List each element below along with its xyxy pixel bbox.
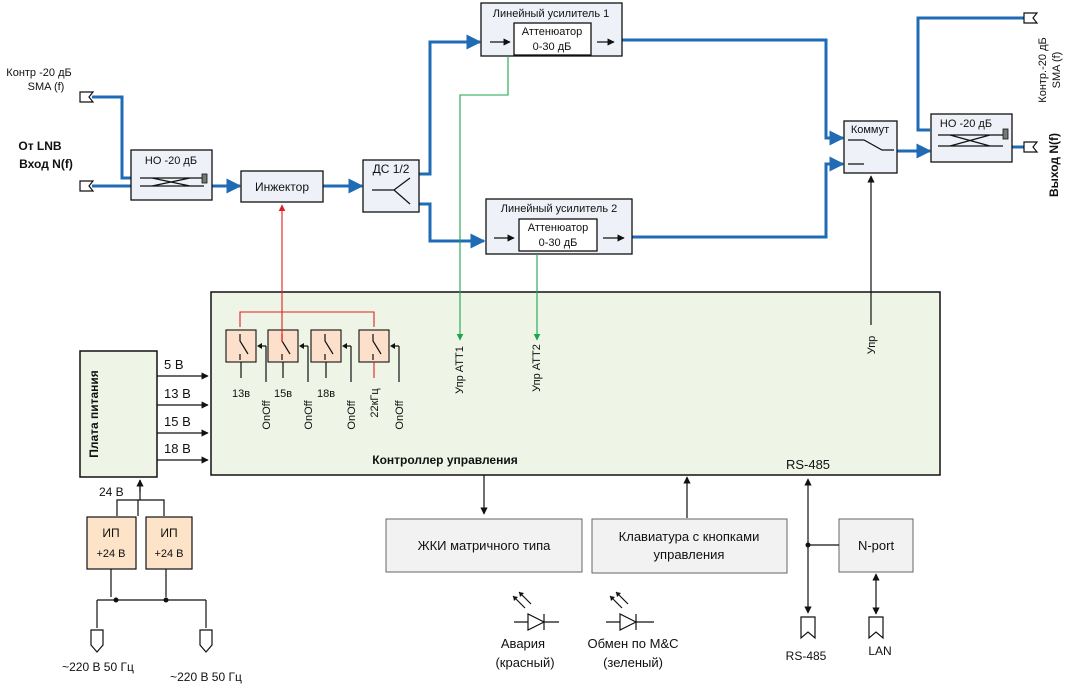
nport-label: N-port bbox=[858, 538, 895, 553]
nport-block: N-port bbox=[838, 518, 914, 573]
led-alarm-label-1: Авария bbox=[501, 636, 545, 651]
input-label-2: Вход N(f) bbox=[19, 157, 73, 171]
upr-att2-label: Упр АТТ2 bbox=[531, 344, 543, 392]
relay-label-1: 13в bbox=[232, 388, 250, 400]
input-label-1: От LNB bbox=[18, 139, 62, 153]
upr-att1-label: Упр АТТ1 bbox=[454, 346, 466, 394]
mains1-label: ~220 В 50 Гц bbox=[62, 660, 134, 674]
led-mc-icon bbox=[606, 591, 654, 631]
lin-amp1-title: Линейный усилитель 1 bbox=[493, 8, 609, 20]
onoff-label-3: OnOff bbox=[346, 399, 358, 429]
ctrl-in-label-2: SMA (f) bbox=[28, 81, 65, 93]
lin-amp1-att-2: 0-30 дБ bbox=[533, 41, 572, 53]
relay-label-4: 22кГц bbox=[369, 388, 381, 418]
lan-port-icon bbox=[868, 616, 884, 640]
power-board-block: Плата питания bbox=[79, 350, 158, 478]
connector-icon-output bbox=[1023, 141, 1039, 153]
rails-group: 5 В 13 В 15 В 18 В bbox=[157, 357, 209, 464]
psu1-label-1: ИП bbox=[102, 526, 119, 540]
keyboard-label-1: Клавиатура с кнопками bbox=[619, 529, 760, 544]
lcd-label: ЖКИ матричного типа bbox=[418, 538, 552, 553]
psu2-block: ИП +24 В bbox=[145, 516, 193, 570]
rs485-port-icon bbox=[800, 616, 816, 640]
coupler-in-block: НО -20 дБ bbox=[130, 149, 213, 201]
coupler-out-label: НО -20 дБ bbox=[940, 118, 992, 130]
lcd-block: ЖКИ матричного типа bbox=[385, 518, 583, 573]
lin-amp2-title: Линейный усилитель 2 bbox=[501, 203, 617, 215]
keyboard-label-2: управления bbox=[654, 547, 725, 562]
led-alarm-label-2: (красный) bbox=[495, 655, 554, 670]
mains-wiring bbox=[96, 569, 207, 628]
rail-label-4: 18 В bbox=[164, 441, 191, 456]
controller-label: Контроллер управления bbox=[372, 453, 517, 467]
rf-lines bbox=[92, 16, 1024, 249]
ctrl-in-label-1: Контр -20 дБ bbox=[6, 67, 71, 79]
lin-amp2-att-1: Аттенюатор bbox=[528, 222, 589, 234]
splitter-block: ДС 1/2 bbox=[362, 159, 420, 213]
led-mc-label-1: Обмен по M&C bbox=[588, 636, 679, 651]
coupler-out-block: НО -20 дБ bbox=[930, 113, 1013, 163]
injector-block: Инжектор bbox=[240, 170, 324, 203]
psu2-label-2: +24 В bbox=[154, 548, 183, 560]
connector-icon-ctrl-out bbox=[1023, 12, 1039, 24]
connector-icon-input bbox=[79, 180, 95, 192]
onoff-label-4: OnOff bbox=[394, 399, 406, 429]
keyboard-block: Клавиатура с кнопками управления bbox=[591, 518, 788, 574]
injector-label: Инжектор bbox=[255, 180, 309, 194]
psu1-block: ИП +24 В bbox=[86, 516, 137, 570]
supply-24-label: 24 В bbox=[99, 485, 124, 499]
splitter-label: ДС 1/2 bbox=[373, 162, 410, 176]
power-board-label: Плата питания bbox=[87, 370, 101, 458]
rail-label-2: 13 В bbox=[164, 386, 191, 401]
output-label: Выход N(f) bbox=[1047, 133, 1061, 197]
mains2-label: ~220 В 50 Гц bbox=[170, 670, 242, 684]
att1-control-line bbox=[456, 56, 509, 341]
rail-label-1: 5 В bbox=[164, 357, 184, 372]
relay-4: 22кГц OnOff bbox=[358, 329, 406, 430]
ctrl-out-label-1: Контр.-20 дБ bbox=[1037, 37, 1049, 102]
lan-port-label: LAN bbox=[868, 644, 891, 658]
controller-block: Контроллер управления RS-485 13вOnOff15в… bbox=[210, 291, 941, 476]
lin-amp1-att-1: Аттенюатор bbox=[522, 26, 583, 38]
psu2-label-1: ИП bbox=[160, 526, 177, 540]
connector-icon-ctrl-in bbox=[79, 91, 95, 103]
rail-label-3: 15 В bbox=[164, 414, 191, 429]
switch-block: Коммут bbox=[843, 120, 898, 174]
upr-label: Упр bbox=[866, 336, 878, 355]
relay-label-3: 18в bbox=[317, 388, 335, 400]
coupler-in-label: НО -20 дБ bbox=[145, 155, 197, 167]
relay-label-2: 15в bbox=[274, 388, 292, 400]
onoff-label-2: OnOff bbox=[303, 399, 315, 429]
controller-rs485-label: RS-485 bbox=[786, 457, 830, 472]
lin-amp2-block: Линейный усилитель 2 Аттенюатор 0-30 дБ bbox=[485, 198, 633, 255]
switch-label: Коммут bbox=[851, 124, 889, 136]
led-alarm-icon bbox=[512, 591, 559, 631]
relay-bus-line bbox=[239, 311, 375, 327]
ctrl-out-label-2: SMA (f) bbox=[1051, 52, 1063, 89]
led-mc-label-2: (зеленый) bbox=[603, 655, 663, 670]
lin-amp2-att-2: 0-30 дБ bbox=[539, 237, 578, 249]
plug-icon-2 bbox=[199, 629, 213, 653]
lin-amp1-block: Линейный усилитель 1 Аттенюатор 0-30 дБ bbox=[480, 2, 623, 57]
rs485-port-label: RS-485 bbox=[786, 649, 827, 663]
onoff-label-1: OnOff bbox=[261, 399, 273, 429]
psu1-label-2: +24 В bbox=[96, 548, 125, 560]
plug-icon-1 bbox=[90, 629, 104, 653]
